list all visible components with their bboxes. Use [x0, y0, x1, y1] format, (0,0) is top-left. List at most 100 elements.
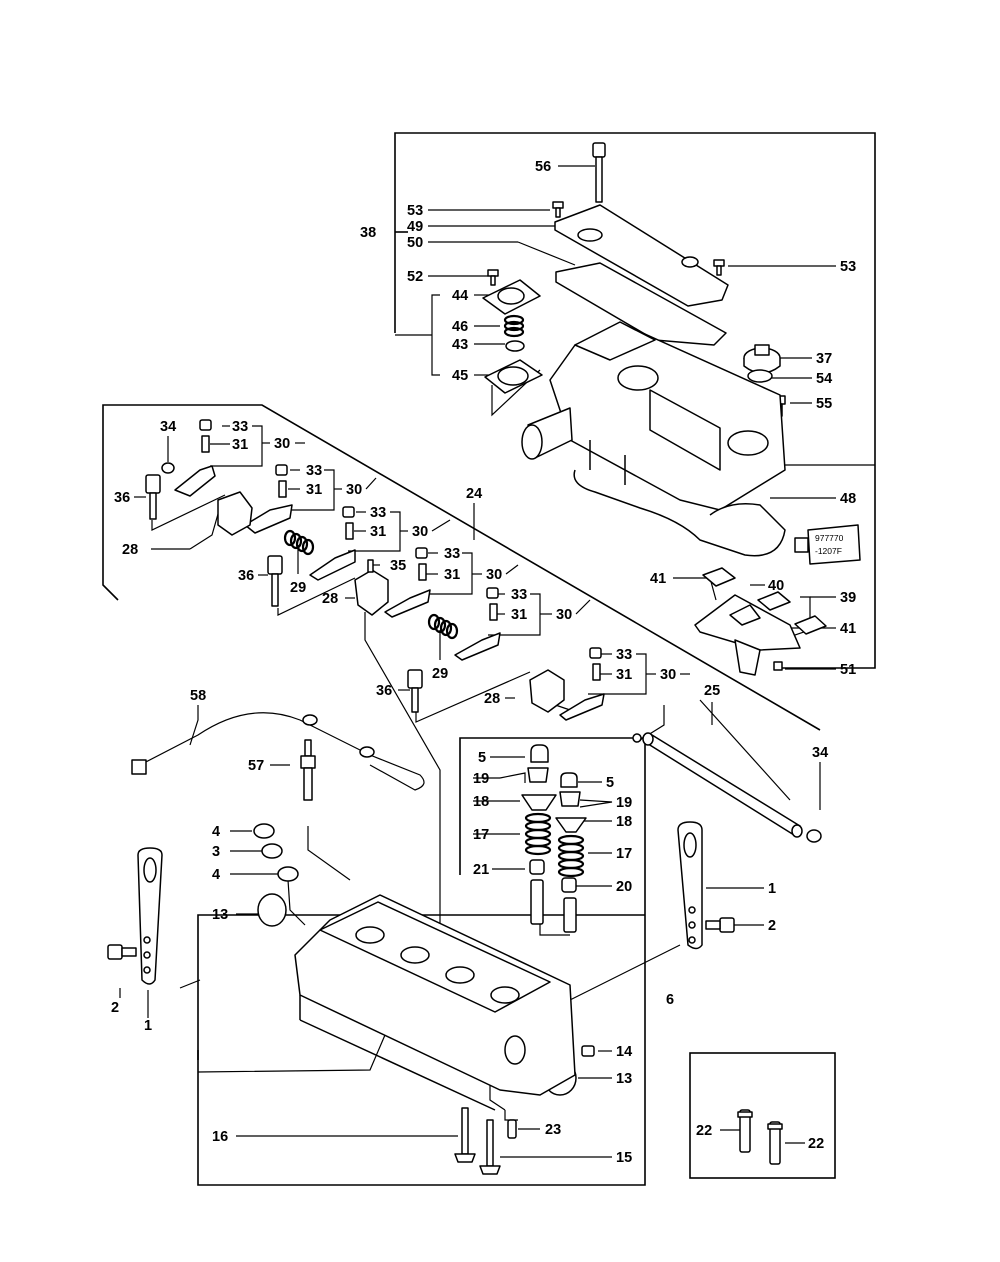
callout-31: 31: [306, 482, 322, 498]
callout-23: 23: [545, 1122, 561, 1138]
nut-33-b-icon: [275, 464, 288, 476]
callout-18: 18: [473, 794, 489, 810]
callout-13: 13: [616, 1071, 632, 1087]
valve-cotter-19-a-icon: [527, 767, 549, 783]
plug-14-icon: [581, 1045, 595, 1057]
callout-46: 46: [452, 319, 468, 335]
o-ring-54-icon: [747, 369, 773, 383]
lifting-bracket-1-b-icon: [677, 821, 703, 950]
pad-40-icon: [757, 591, 791, 611]
callout-4: 4: [212, 867, 220, 883]
valve-cap-5-a-icon: [530, 744, 549, 763]
callout-40: 40: [768, 578, 784, 594]
plate-43-icon: [505, 340, 525, 352]
valve-seal-20-icon: [561, 877, 577, 893]
screw-51-icon: [773, 661, 783, 671]
pin-23-icon: [507, 1119, 517, 1139]
callout-52: 52: [407, 269, 423, 285]
rocker-shaft-25-icon: [642, 732, 803, 838]
diaphragm-45-icon: [484, 359, 543, 394]
callout-36: 36: [238, 568, 254, 584]
sealant-part-number-line1: 977770: [815, 533, 844, 543]
callout-44: 44: [452, 288, 468, 304]
seal-3-icon: [261, 843, 283, 859]
rocker-arm-d-icon: [384, 589, 431, 618]
callout-51: 51: [840, 662, 856, 678]
rocker-support-28-c-icon: [529, 669, 565, 713]
plug-ball-icon: [632, 733, 642, 743]
sealant-tube-icon: 977770 -1207F: [794, 524, 861, 565]
callout-55: 55: [816, 396, 832, 412]
callout-57: 57: [248, 758, 264, 774]
callout-17: 17: [616, 846, 632, 862]
nut-33-f-icon: [589, 647, 602, 659]
callout-31: 31: [370, 524, 386, 540]
callout-21: 21: [473, 862, 489, 878]
rocker-support-28-a-icon: [217, 491, 253, 536]
sealant-part-number-line2: -1207F: [815, 546, 842, 556]
stud-31-b-icon: [278, 480, 287, 498]
valve-15-icon: [479, 1119, 501, 1175]
callout-20: 20: [616, 879, 632, 895]
spring-29-a-icon: [283, 529, 315, 556]
callout-15: 15: [616, 1150, 632, 1166]
valve-cap-5-b-icon: [560, 772, 578, 788]
glow-plug-57-icon: [300, 739, 316, 801]
callout-25: 25: [704, 683, 720, 699]
callout-22: 22: [808, 1136, 824, 1152]
callout-30: 30: [346, 482, 362, 498]
callout-5: 5: [478, 750, 486, 766]
callout-31: 31: [616, 667, 632, 683]
screw-35-icon: [367, 559, 374, 573]
callout-28: 28: [322, 591, 338, 607]
bolt-36-a-icon: [145, 474, 161, 520]
rocker-cover-group: 977770 -1207F: [482, 142, 861, 676]
callout-31: 31: [232, 437, 248, 453]
screw-53b-icon: [713, 259, 725, 276]
plug-13-a-icon: [257, 893, 287, 927]
callout-33: 33: [444, 546, 460, 562]
callout-30: 30: [274, 436, 290, 452]
bolt-36-c-icon: [407, 669, 423, 713]
rocker-arm-b-icon: [244, 504, 293, 534]
callout-36: 36: [376, 683, 392, 699]
rocker-support-28-b-icon: [354, 569, 389, 616]
nut-33-e-icon: [486, 587, 499, 599]
callout-31: 31: [511, 607, 527, 623]
washer-34-b-icon: [806, 829, 822, 843]
cylinder-head-block-icon: [294, 894, 576, 1111]
callout-33: 33: [232, 419, 248, 435]
spring-retainer-18-a-icon: [521, 794, 557, 811]
callout-53: 53: [840, 259, 856, 275]
callout-38: 38: [360, 225, 376, 241]
bolt-2-b-icon: [705, 917, 735, 933]
rocker-cover-body-icon: [521, 321, 786, 511]
glow-plug-harness-58-icon: [131, 712, 425, 791]
screw-52-icon: [487, 269, 499, 286]
callout-56: 56: [535, 159, 551, 175]
callout-33: 33: [306, 463, 322, 479]
callout-43: 43: [452, 337, 468, 353]
baffle-plate-39-icon: [694, 594, 801, 676]
leader-lines: [119, 165, 875, 1158]
rocker-arm-group: [145, 419, 822, 843]
stud-31-e-icon: [489, 603, 498, 621]
callout-19: 19: [473, 771, 489, 787]
rocker-arm-f-icon: [559, 693, 605, 721]
rocker-arm-e-icon: [454, 632, 501, 661]
oil-filler-cap-37-icon: [743, 344, 781, 374]
callout-30: 30: [660, 667, 676, 683]
callout-6: 6: [666, 992, 674, 1008]
callout-5: 5: [606, 775, 614, 791]
stud-31-a-icon: [201, 435, 210, 453]
bolt-56-icon: [592, 142, 606, 203]
rocker-arm-a-icon: [174, 465, 216, 497]
callout-36: 36: [114, 490, 130, 506]
callout-49: 49: [407, 219, 423, 235]
valve-seal-21-icon: [529, 859, 545, 875]
callout-28: 28: [484, 691, 500, 707]
screw-53-icon: [552, 201, 564, 218]
callout-30: 30: [486, 567, 502, 583]
pad-41-icon: [702, 567, 736, 587]
